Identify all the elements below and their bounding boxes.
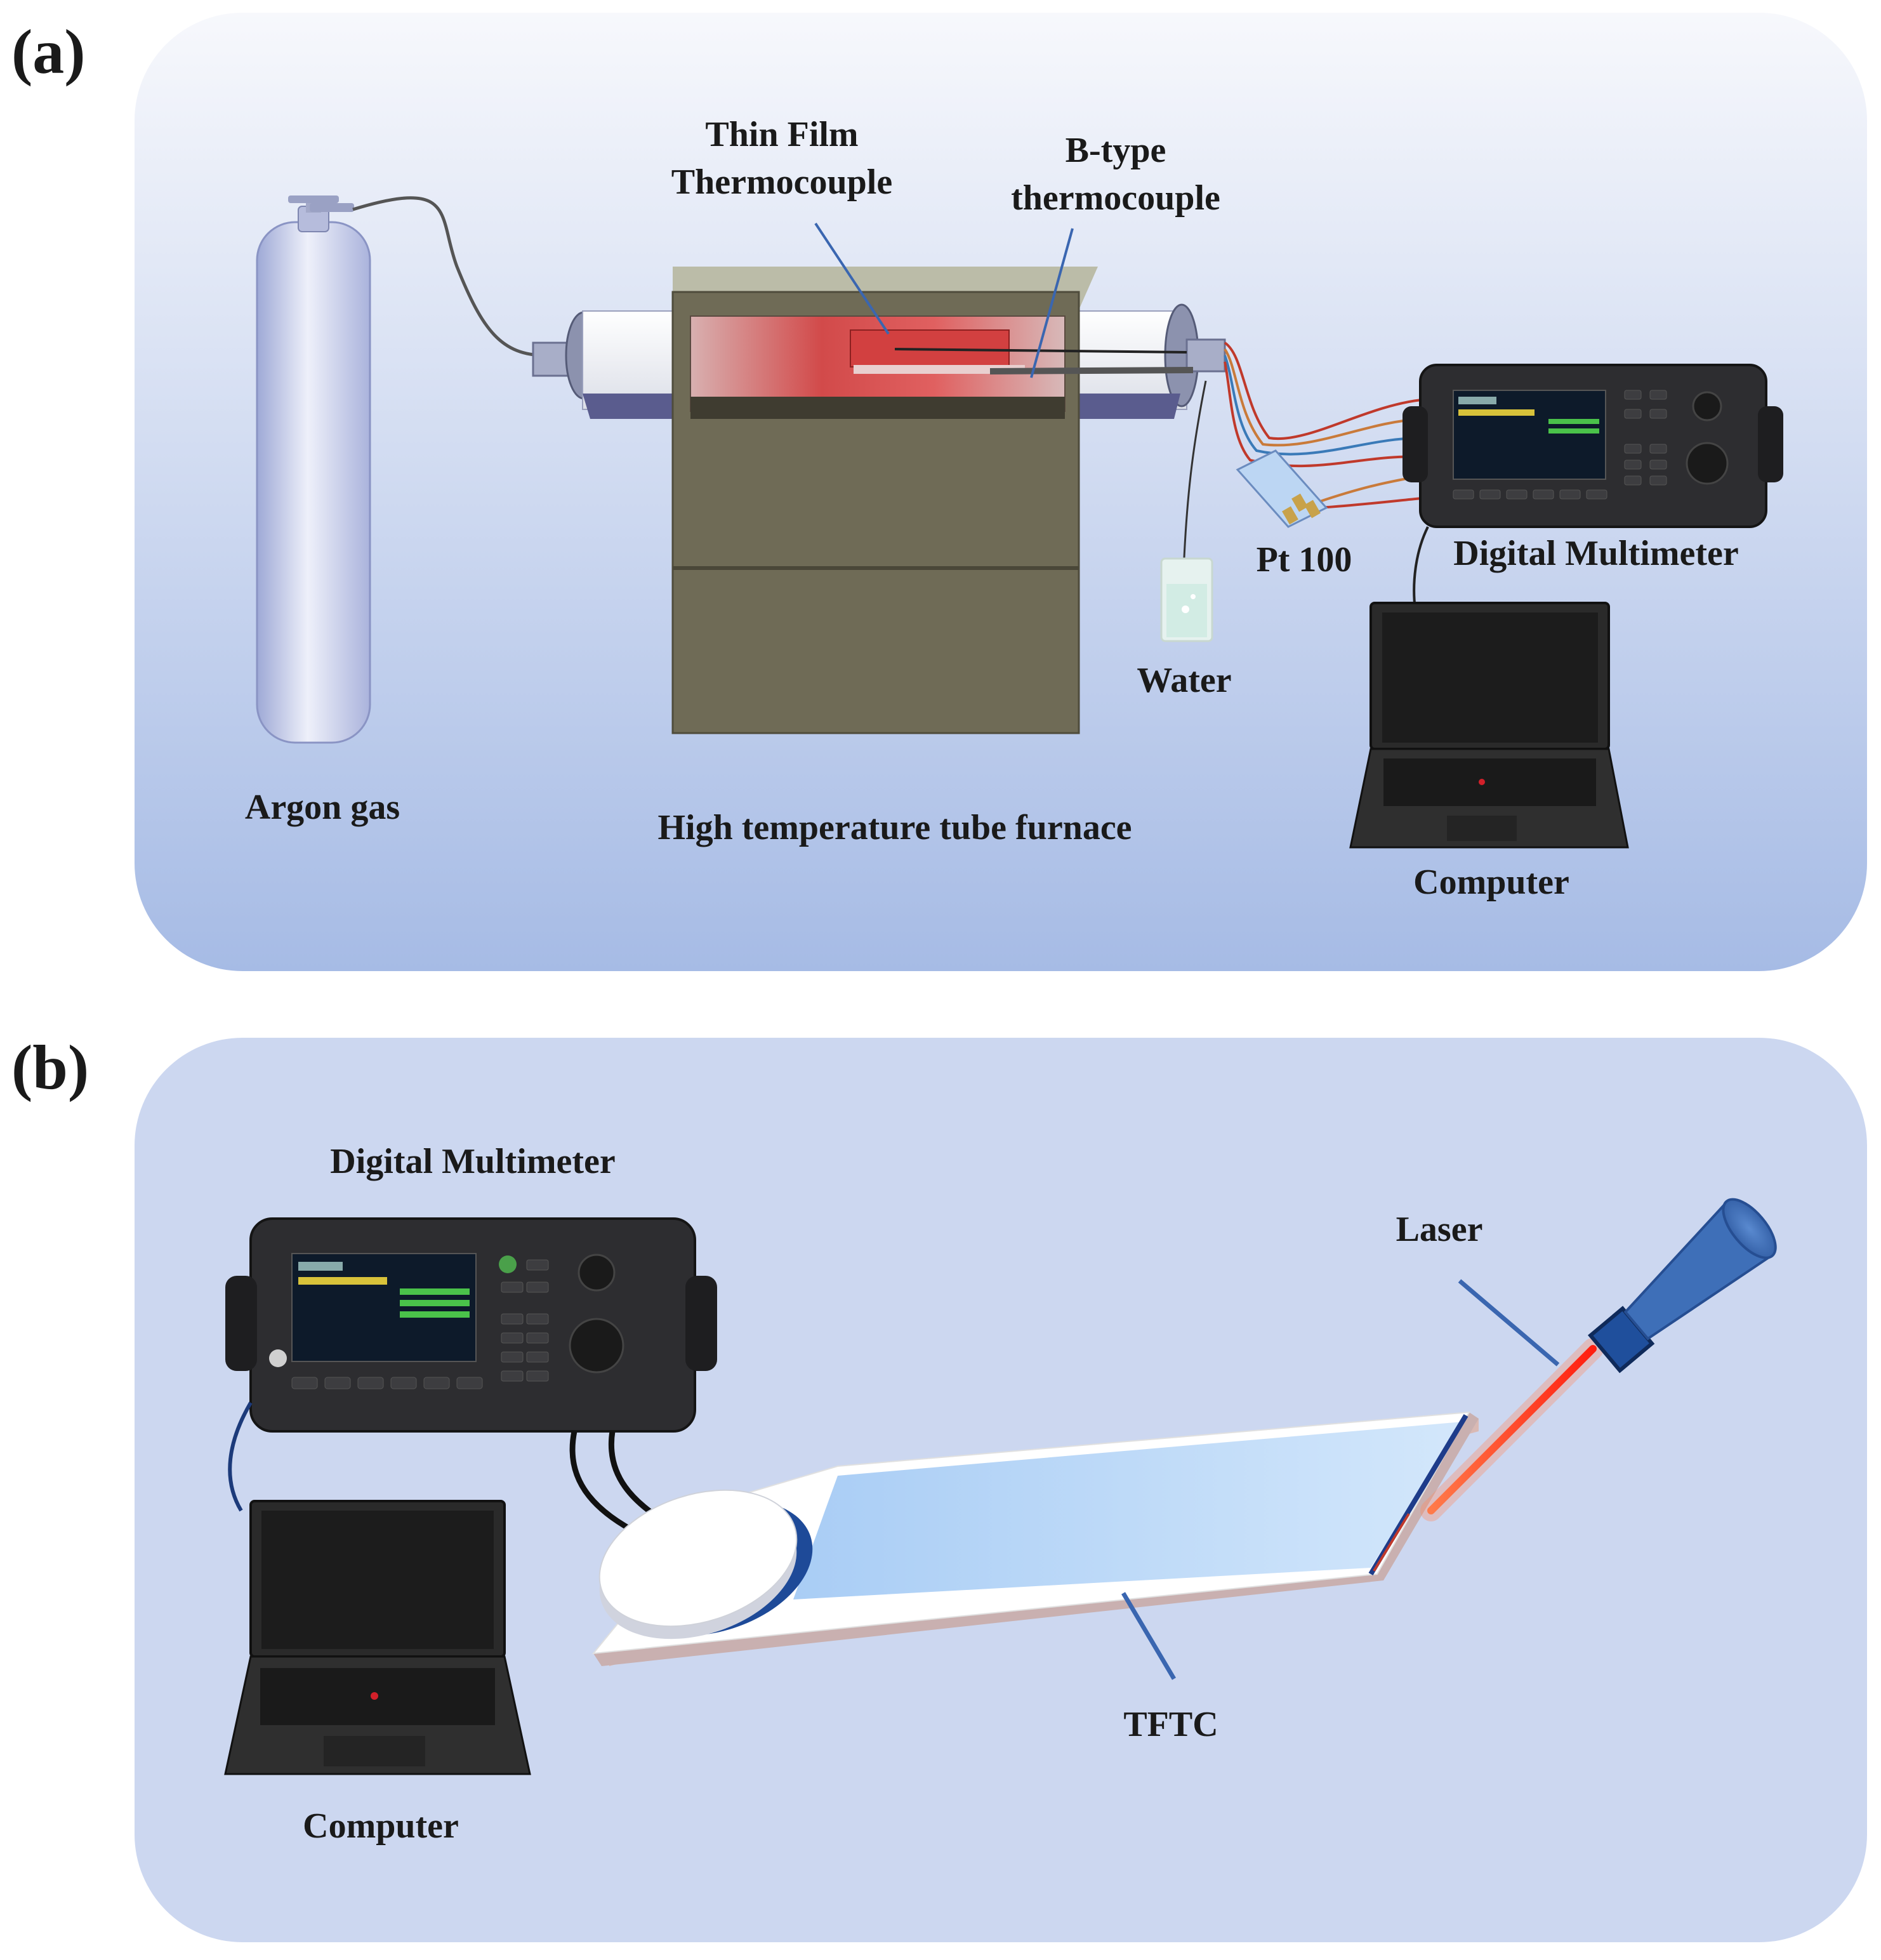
label-b-type-1: B-type (1066, 131, 1166, 170)
laptop-a (1349, 602, 1629, 849)
label-water: Water (1137, 661, 1231, 700)
label-thin-film-2: Thermocouple (671, 162, 892, 202)
leader-thin-film (814, 222, 890, 335)
label-furnace: High temperature tube furnace (657, 808, 1132, 847)
reference-disc (598, 1489, 813, 1639)
tftc-substrate (591, 1411, 1479, 1666)
tube-furnace (532, 267, 1226, 734)
label-argon: Argon gas (245, 788, 400, 827)
laser (1420, 1198, 1777, 1521)
label-multimeter-b: Digital Multimeter (330, 1142, 615, 1181)
pt100-sensor (1236, 449, 1328, 528)
label-thin-film-1: Thin Film (705, 115, 858, 154)
panel-a-tag: (a) (11, 17, 86, 87)
leader-laser (1458, 1279, 1560, 1367)
label-laser: Laser (1396, 1210, 1483, 1249)
label-computer-b: Computer (303, 1806, 459, 1846)
label-b-type-2: thermocouple (1011, 178, 1220, 218)
panel-b-tag: (b) (11, 1032, 89, 1102)
label-tftc: TFTC (1123, 1705, 1218, 1744)
gas-hose (352, 196, 546, 357)
usb-cable-b (228, 1401, 253, 1512)
water-beaker (1160, 557, 1213, 642)
label-multimeter-a: Digital Multimeter (1453, 534, 1738, 573)
label-pt100: Pt 100 (1257, 540, 1352, 579)
multimeter-b (225, 1217, 717, 1433)
laptop-b (224, 1500, 531, 1775)
label-computer-a: Computer (1413, 863, 1569, 902)
leader-tftc (1121, 1592, 1177, 1680)
leader-b-type (1030, 228, 1074, 378)
multimeter-a (1402, 364, 1783, 528)
argon-cylinder (256, 195, 371, 744)
usb-cable-a (1413, 526, 1429, 610)
